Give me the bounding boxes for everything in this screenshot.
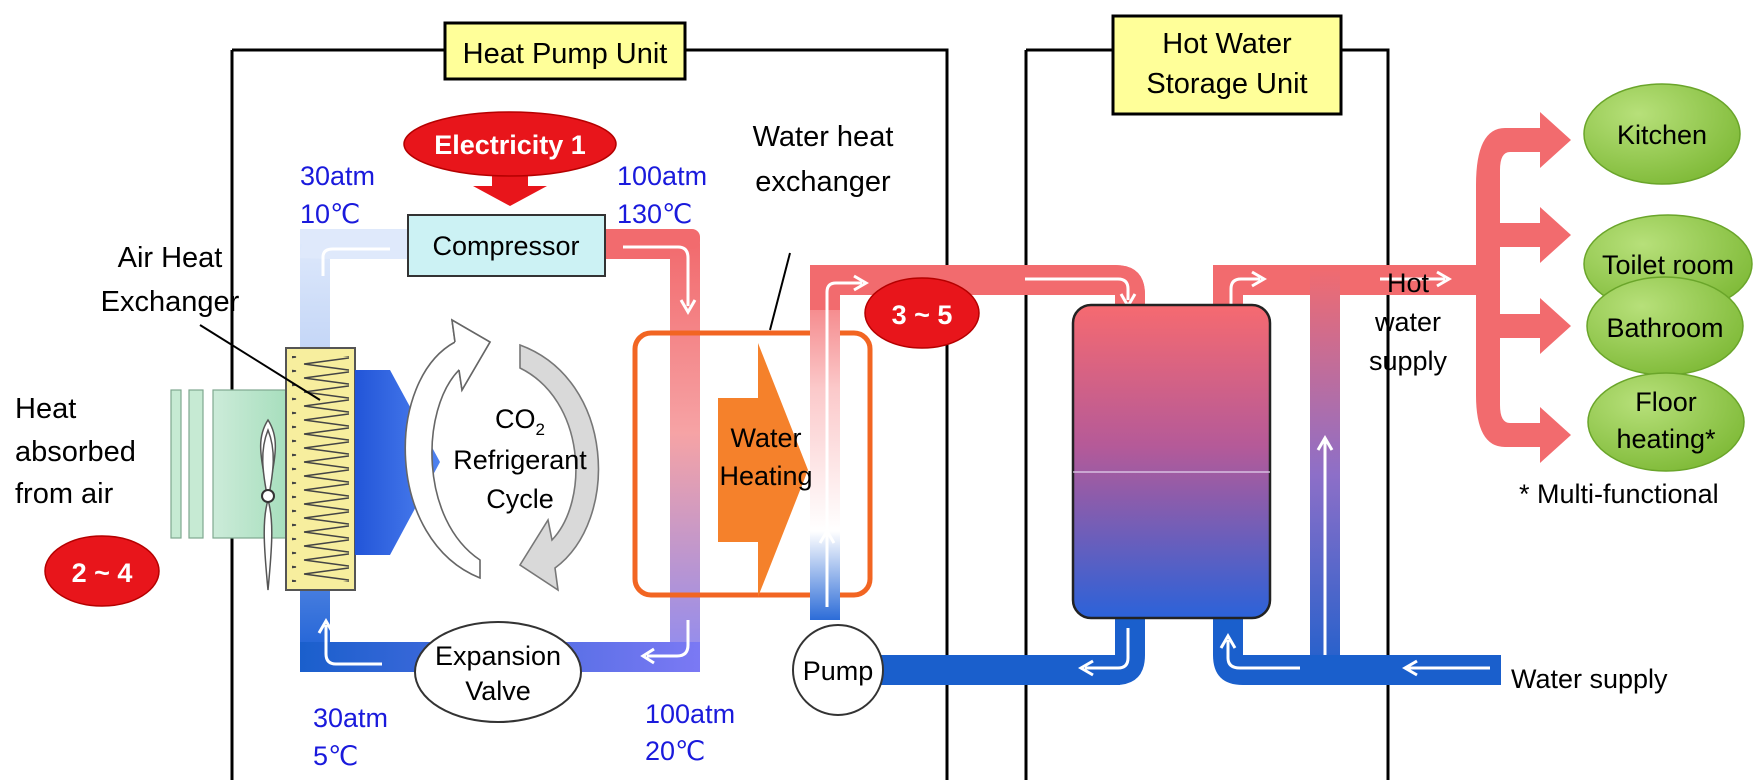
co2-label: CO2 (495, 404, 545, 439)
heat-absorbed-line3: from air (15, 478, 114, 510)
cycle-arrows (404, 318, 600, 592)
electricity-label: Electricity 1 (434, 130, 586, 160)
air-ratio-label: 2 ~ 4 (72, 558, 133, 588)
cycle-label: Cycle (486, 484, 554, 514)
storage-tank (1071, 303, 1272, 620)
electricity-arrow (473, 168, 547, 206)
electricity-badge (403, 111, 617, 177)
expansion-valve (414, 621, 582, 723)
compressor-in-temp: 10℃ (300, 199, 360, 229)
valve-out-pressure: 30atm (313, 703, 388, 733)
water-supply-pipe (1243, 655, 1501, 685)
outlet-floor-heating-line1: Floor (1635, 387, 1697, 417)
outlet-floor-heating-line2: heating* (1616, 424, 1716, 454)
water-rise-pipe (810, 265, 840, 620)
return-pipe (870, 655, 1120, 685)
outlet-floor-heating (1587, 372, 1745, 472)
hot-water-supply-line3: supply (1369, 346, 1448, 376)
compressor (407, 214, 606, 277)
valve-in-temp: 20℃ (645, 736, 705, 766)
expansion-valve-label-line1: Expansion (435, 641, 561, 671)
heat-absorbed-line1: Heat (15, 393, 76, 425)
water-heat-exchanger-frame (632, 330, 873, 598)
heat-absorbed-line2: absorbed (15, 436, 136, 468)
air-heat-exchanger-pointer (199, 324, 321, 401)
air-heat-exchanger (285, 347, 356, 591)
valve-in-pressure: 100atm (645, 699, 735, 729)
heat-pump-unit-title: Heat Pump Unit (463, 38, 668, 70)
storage-unit-box (1111, 14, 1343, 116)
outlet-kitchen (1583, 83, 1741, 185)
hot-water-supply-line1: Hot (1387, 268, 1430, 298)
distribution-manifold (1460, 112, 1571, 463)
heat-arrow-blue (355, 370, 440, 555)
hot-water-supply-line2: water (1374, 307, 1441, 337)
water-heating-arrow (718, 343, 808, 597)
expansion-valve-label-line2: Valve (465, 676, 531, 706)
compressor-label: Compressor (432, 231, 579, 261)
water-ratio-label: 3 ~ 5 (892, 300, 953, 330)
water-heating-label-line2: Heating (719, 461, 812, 491)
refrigerant-label: Refrigerant (453, 445, 587, 475)
air-ratio-badge (44, 535, 160, 607)
footnote: * Multi-functional (1519, 479, 1719, 509)
valve-out-temp: 5℃ (313, 741, 358, 771)
outlet-kitchen-label: Kitchen (1617, 120, 1707, 150)
storage-unit-title-line1: Hot Water (1162, 28, 1292, 60)
outlet-bathroom-label: Bathroom (1606, 313, 1723, 343)
pump (792, 624, 884, 716)
pump-label: Pump (803, 656, 874, 686)
air-intake-fins (170, 389, 204, 539)
water-heat-exchanger-pointer (769, 252, 791, 331)
outlet-toilet-label: Toilet room (1602, 250, 1734, 280)
air-heat-exchanger-label-line2: Exchanger (101, 286, 240, 318)
water-heating-label-line1: Water (730, 423, 801, 453)
water-ratio-badge (864, 277, 980, 349)
water-heat-exchanger-label-line2: exchanger (755, 166, 891, 198)
compressor-out-pressure: 100atm (617, 161, 707, 191)
compressor-out-temp: 130℃ (617, 199, 692, 229)
air-heat-exchanger-label-line1: Air Heat (118, 242, 223, 274)
water-supply-label: Water supply (1511, 664, 1668, 694)
water-heat-exchanger-label-line1: Water heat (753, 121, 894, 153)
storage-unit-title-line2: Storage Unit (1146, 68, 1307, 100)
storage-circuit (1071, 265, 1501, 685)
compressor-in-pressure: 30atm (300, 161, 375, 191)
heat-pump-unit-box (443, 21, 687, 81)
